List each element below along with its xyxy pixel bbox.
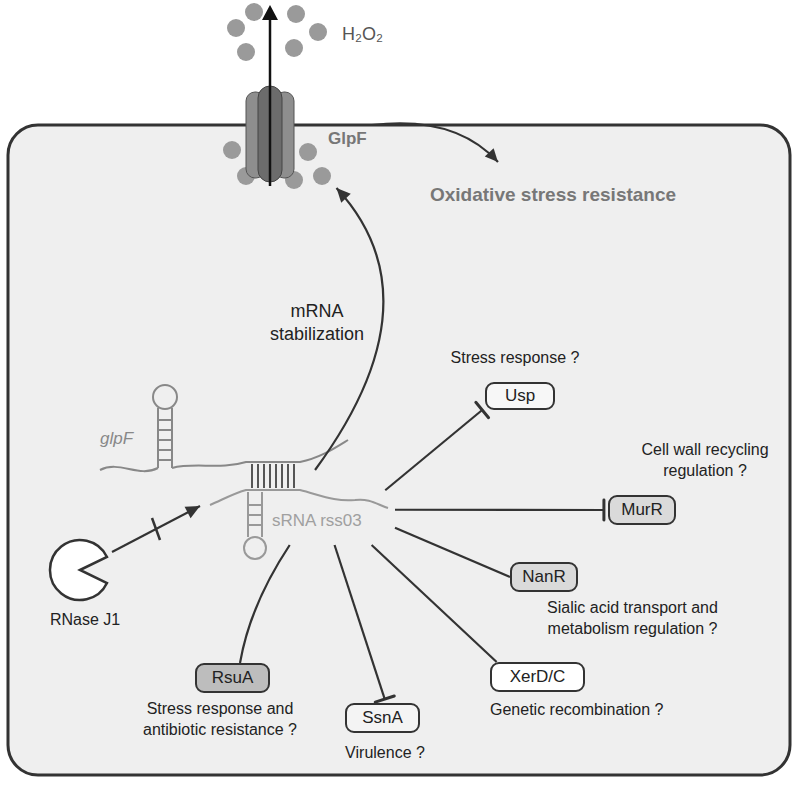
node-box: Usp [485, 382, 555, 410]
target-node: RsuA Stress response and antibiotic resis… [60, 663, 380, 749]
node-box: NanR [510, 562, 578, 592]
connector [112, 506, 200, 552]
mrna-node: glpF [90, 378, 350, 478]
inhibition-bar [375, 696, 394, 702]
block-mark [152, 518, 160, 540]
node-text: Stress response and antibiotic resistanc… [120, 699, 320, 747]
node-box: RsuA [195, 663, 270, 693]
connector [335, 545, 395, 702]
rna-duplex [252, 464, 294, 488]
target-node: NanR Sialic acid transport and metabolism… [505, 562, 760, 650]
node-text: Cell wall recycling regulation ? [620, 440, 790, 490]
target-node: MurR Cell wall recycling regulation ? [600, 440, 795, 530]
connector [395, 500, 604, 520]
molecule-label: H₂O₂ [342, 24, 422, 45]
node-text: glpF [100, 428, 160, 450]
node-box: MurR [608, 495, 676, 525]
target-node: XerD/C Genetic recombination ? [485, 662, 715, 732]
inhibition-bar [602, 500, 605, 520]
connector-line [335, 545, 385, 699]
target-node: SsnA Virulence ? [330, 703, 440, 773]
node-box: SsnA [345, 703, 420, 733]
srna-node: sRNA rss03 [200, 470, 395, 545]
connector [395, 528, 510, 577]
efflux-arrow [262, 5, 278, 186]
node-text: RNase J1 [40, 610, 130, 632]
resistance-arrow [372, 123, 498, 162]
node-text: Sialic acid transport and metabolism reg… [505, 598, 760, 646]
node-text: Virulence ? [330, 743, 440, 765]
connector-line [240, 545, 290, 663]
connector-line [395, 509, 604, 511]
connector [240, 545, 290, 663]
connector [372, 545, 497, 662]
target-node: Usp Stress response ? [440, 348, 590, 413]
edge-label: mRNA stabilization [262, 300, 372, 345]
arrow-head [337, 188, 351, 203]
channel-node: GlpF [230, 78, 380, 188]
glpf-mrna [100, 385, 348, 471]
node-box: XerD/C [490, 662, 585, 692]
connector-line [385, 410, 482, 490]
arrow-head [185, 506, 200, 518]
connector [385, 402, 488, 490]
node-text: sRNA rss03 [272, 510, 392, 534]
enzyme-node: RNase J1 [40, 535, 130, 635]
rnase-pacman [50, 540, 107, 600]
h2o2-molecules [223, 3, 331, 189]
connector-line [372, 545, 497, 662]
node-text: GlpF [328, 128, 383, 152]
connector-line [395, 528, 510, 577]
outcome-label: Oxidative stress resistance [430, 184, 770, 206]
cell-outline [8, 125, 790, 775]
node-text: Genetic recombination ? [490, 700, 715, 722]
node-text: Stress response ? [440, 348, 590, 370]
connector-line [112, 506, 200, 552]
